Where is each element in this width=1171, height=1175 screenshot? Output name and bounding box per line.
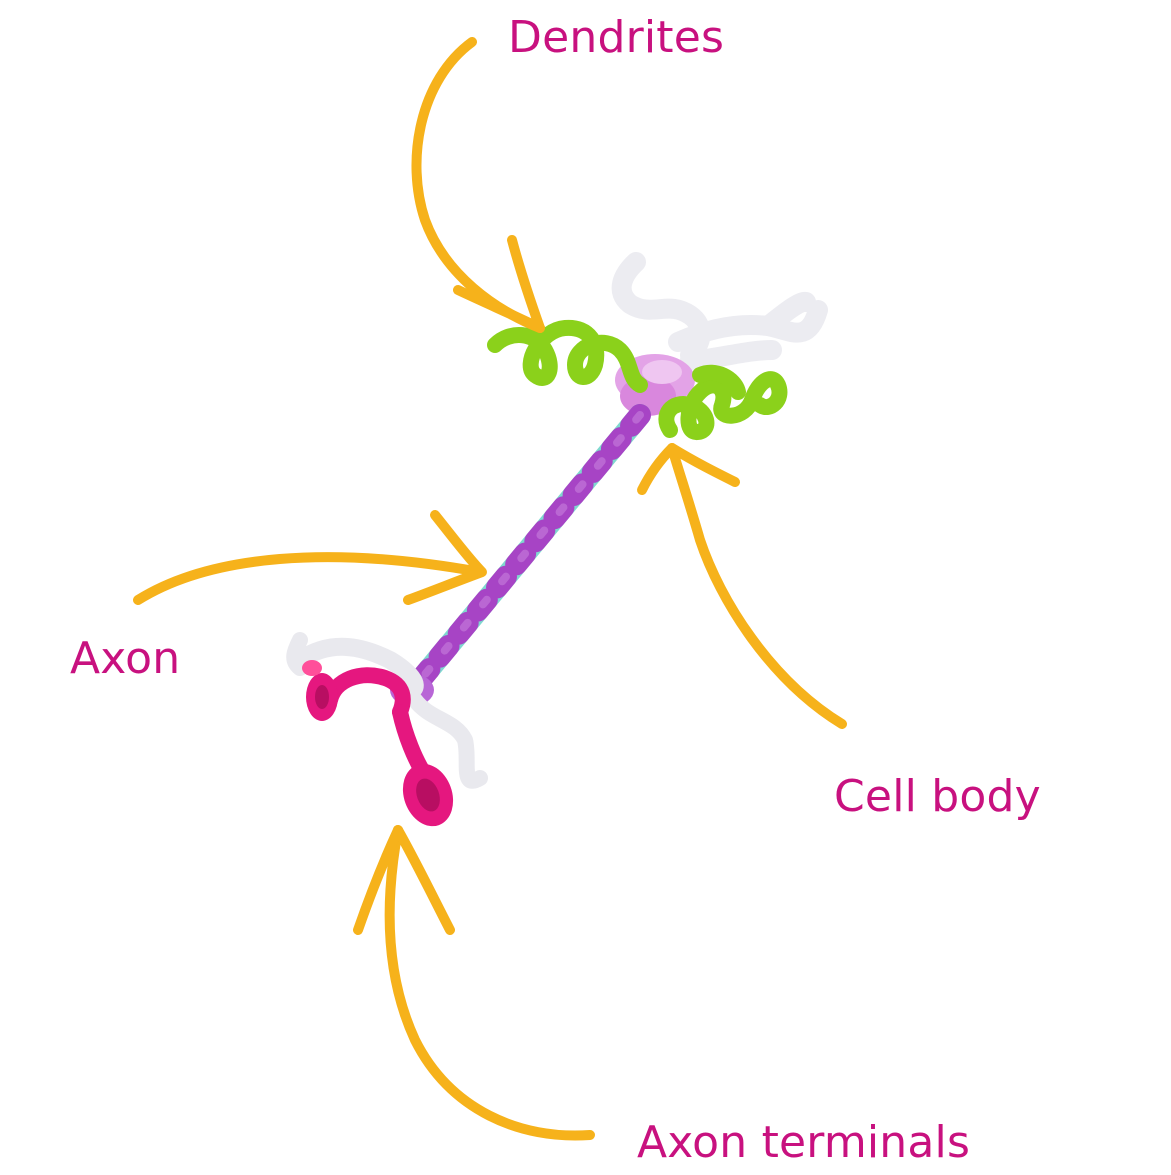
neuron-model [286,252,828,827]
white-dendrites [611,252,828,370]
cell-body-arrow [637,443,847,729]
dendrites-arrow [411,37,545,333]
axon-terminals-arrow [353,825,595,1141]
cell-body-label: Cell body [834,771,1041,822]
axon-label: Axon [70,633,181,684]
dendrites-label: Dendrites [508,12,725,63]
axon-terminals-label: Axon terminals [637,1117,971,1168]
axon [401,404,651,701]
axon-terminals [286,632,488,827]
green-dendrites [487,319,788,440]
arrows [133,37,847,1141]
axon-arrow [133,510,487,605]
